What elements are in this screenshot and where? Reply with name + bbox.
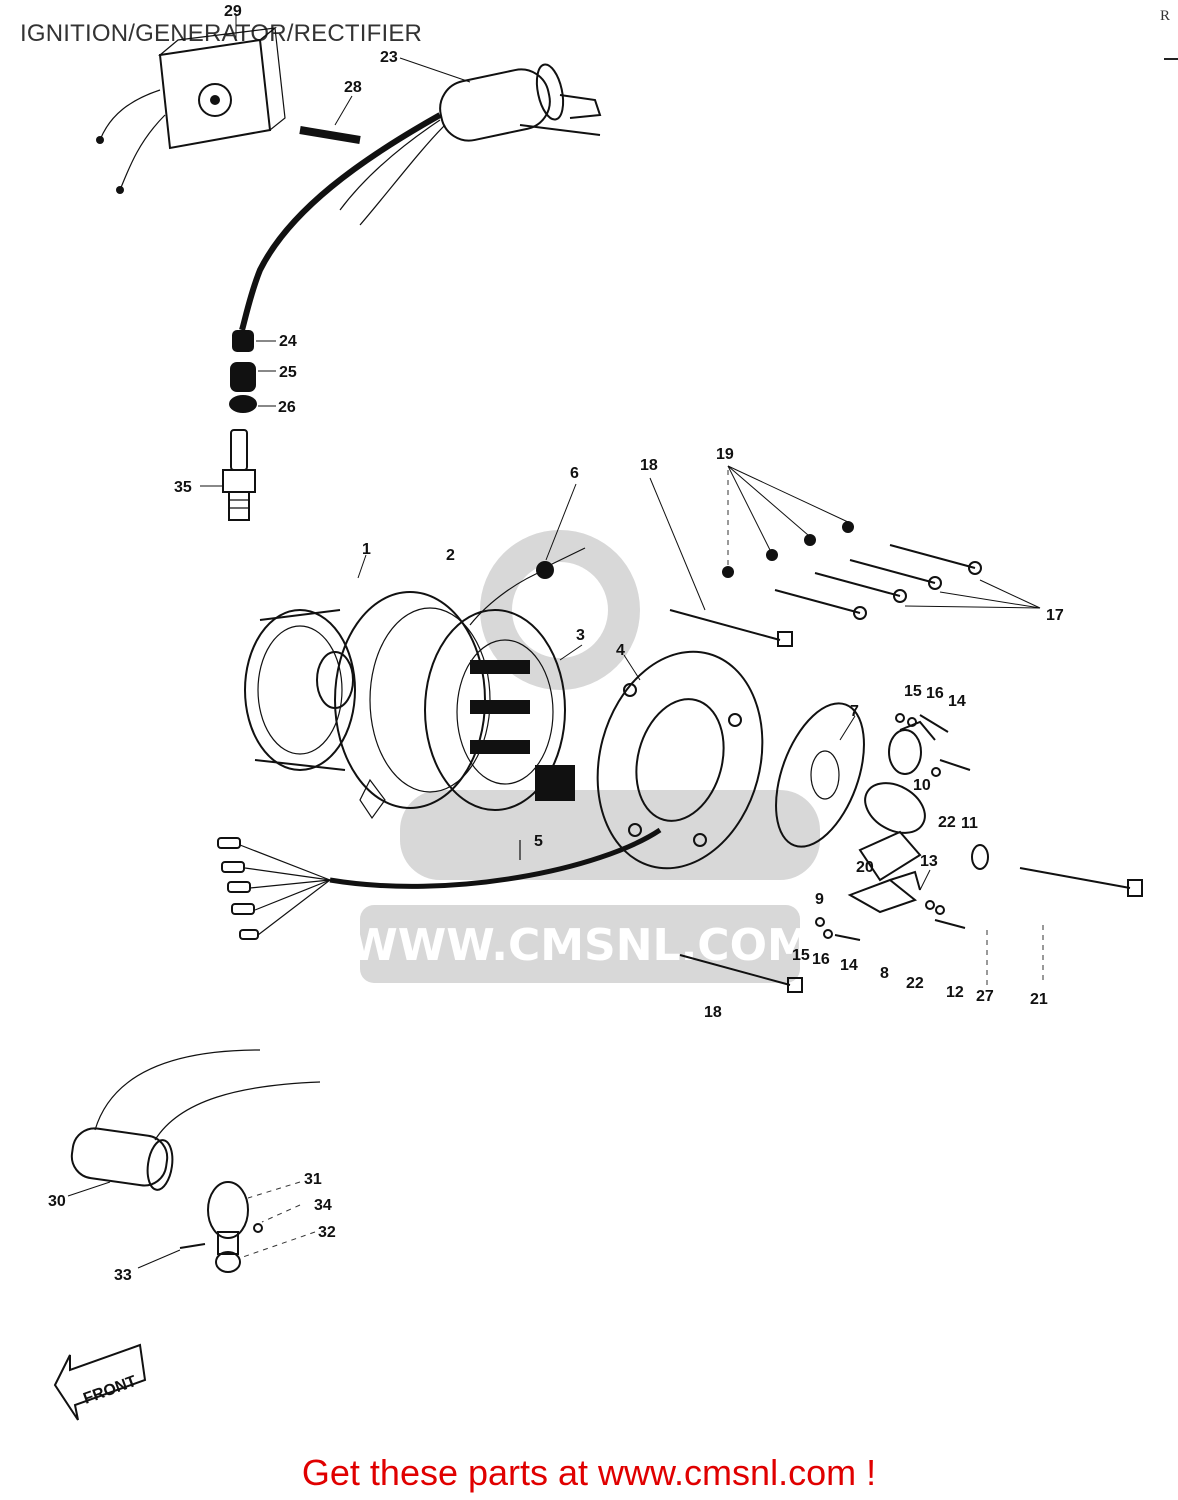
callout-9: 9 [815, 891, 824, 908]
callout-28: 28 [344, 79, 362, 96]
part-ignition-coil [339, 57, 602, 226]
callout-8: 8 [880, 965, 889, 982]
callout-14a: 14 [948, 693, 966, 710]
front-arrow-label: FRONT [81, 1373, 139, 1408]
page-title: IGNITION/GENERATOR/RECTIFIER [20, 20, 423, 47]
callout-14b: 14 [840, 957, 858, 974]
part-resistor [67, 1049, 321, 1197]
callout-34: 34 [314, 1197, 332, 1214]
part-breaker-plate [775, 702, 865, 848]
part-bolt-21 [1019, 867, 1143, 985]
callout-4: 4 [616, 642, 625, 659]
part-felt-27 [971, 844, 989, 985]
callout-5: 5 [534, 833, 543, 850]
callout-32: 32 [318, 1224, 336, 1241]
callout-12: 12 [946, 984, 964, 1001]
callout-15b: 15 [792, 947, 810, 964]
watermark-logo-inner [512, 562, 608, 658]
callout-35: 35 [174, 479, 192, 496]
part-wire-harness [217, 827, 662, 940]
part-base-plate [596, 650, 764, 870]
part-rectifier [96, 14, 286, 194]
watermark-url-plate [360, 905, 800, 983]
callout-27: 27 [976, 988, 994, 1005]
callout-30: 30 [48, 1193, 66, 1210]
corner-dash [1164, 58, 1178, 60]
callout-33: 33 [114, 1267, 132, 1284]
part-ht-cable [239, 95, 442, 331]
footer-cta[interactable]: Get these parts at www.cmsnl.com ! [301, 1452, 877, 1493]
part-cam [858, 782, 926, 882]
callout-11: 11 [961, 815, 978, 832]
part-5-block [535, 765, 575, 801]
callout-numbers: 29 23 28 24 25 26 35 1 2 3 4 5 6 7 8 9 1… [48, 3, 1064, 1284]
callout-7: 7 [850, 703, 859, 720]
part-washers-19 [722, 465, 854, 578]
part-screws-17 [774, 544, 1041, 620]
callout-18a: 18 [640, 457, 658, 474]
callout-22a: 22 [938, 814, 956, 831]
callout-10: 10 [913, 777, 931, 794]
corner-mark: R [1160, 8, 1171, 24]
callout-21: 21 [1030, 991, 1048, 1008]
part-grommet [469, 483, 586, 626]
front-arrow [53, 1343, 147, 1421]
callout-20: 20 [856, 859, 874, 876]
callout-31: 31 [304, 1171, 322, 1188]
callout-16a: 16 [926, 685, 944, 702]
callout-2: 2 [446, 547, 455, 564]
callout-23: 23 [380, 49, 398, 66]
callout-22b: 22 [906, 975, 924, 992]
callout-17: 17 [1046, 607, 1064, 624]
callout-15a: 15 [904, 683, 922, 700]
part-rotor [244, 554, 367, 771]
part-plug-cap [229, 330, 276, 413]
part-clamp [137, 1181, 316, 1273]
part-spark-plug [200, 429, 256, 521]
callout-29: 29 [224, 3, 242, 20]
watermark-cms-badge [400, 790, 820, 880]
watermark-url: WWW.CMSNL.COM [349, 920, 811, 971]
part-stator [424, 609, 583, 811]
callout-26: 26 [278, 399, 296, 416]
part-stator-housing [334, 591, 491, 820]
callout-1: 1 [362, 541, 371, 558]
part-contact-breaker [815, 869, 966, 941]
callout-18b: 18 [704, 1004, 722, 1021]
callout-3: 3 [576, 627, 585, 644]
cmsnl-watermark: WWW.CMSNL.COM [349, 530, 820, 983]
callout-24: 24 [279, 333, 297, 350]
part-condenser [888, 713, 971, 777]
callout-6: 6 [570, 465, 579, 482]
callout-19: 19 [716, 446, 734, 463]
part-long-bolts [649, 477, 803, 993]
callout-16b: 16 [812, 951, 830, 968]
callout-25: 25 [279, 364, 297, 381]
callout-13: 13 [920, 853, 938, 870]
